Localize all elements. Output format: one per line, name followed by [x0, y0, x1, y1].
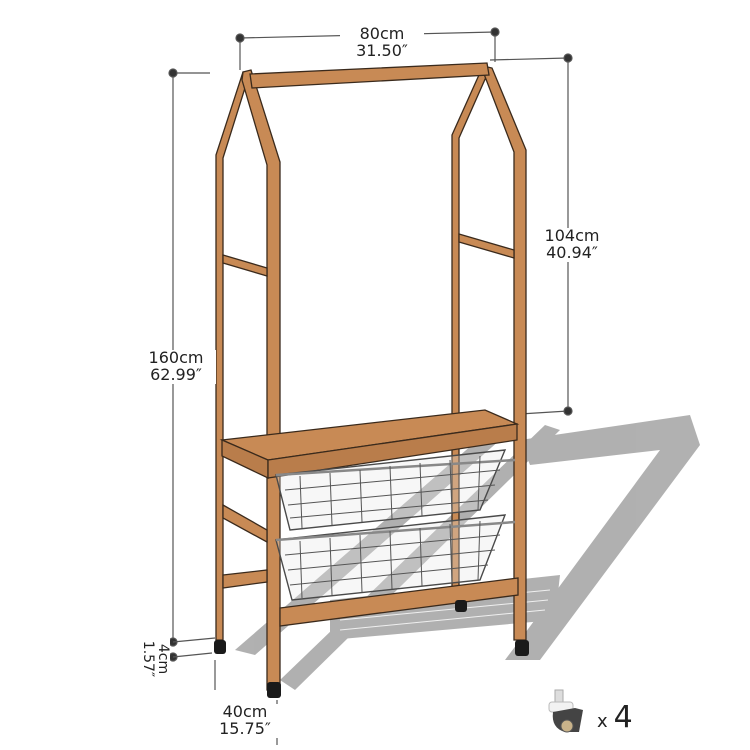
total-height-dimension-label: 160cm 62.99″ [136, 348, 216, 384]
depth-dimension-label: 40cm 15.75″ [205, 702, 285, 738]
caster-wheels [214, 600, 529, 698]
upper-height-inch: 40.94″ [546, 242, 598, 262]
dimension-lines [168, 27, 573, 745]
basket-mesh [284, 455, 501, 599]
upper-height-dimension-label: 104cm 40.94″ [532, 226, 612, 262]
upper-height-cm: 104cm [544, 226, 600, 245]
caster-height-dimension-label: 4cm 1.57″ [140, 632, 171, 686]
multiplier-symbol: x [597, 711, 608, 732]
width-inch: 31.50″ [356, 40, 408, 60]
quantity-value: 4 [613, 700, 633, 735]
caster-height-inch: 1.57″ [140, 640, 157, 678]
width-cm: 80cm [359, 24, 405, 43]
caster-wheel-icon [548, 689, 583, 733]
caster-height-cm: 4cm [155, 643, 171, 675]
depth-cm: 40cm [222, 702, 268, 721]
rack-frame [215, 62, 527, 691]
depth-inch: 15.75″ [219, 718, 271, 738]
width-dimension-label: 80cm 31.50″ [340, 24, 424, 60]
total-height-inch: 62.99″ [150, 364, 202, 384]
total-height-cm: 160cm [148, 348, 204, 367]
